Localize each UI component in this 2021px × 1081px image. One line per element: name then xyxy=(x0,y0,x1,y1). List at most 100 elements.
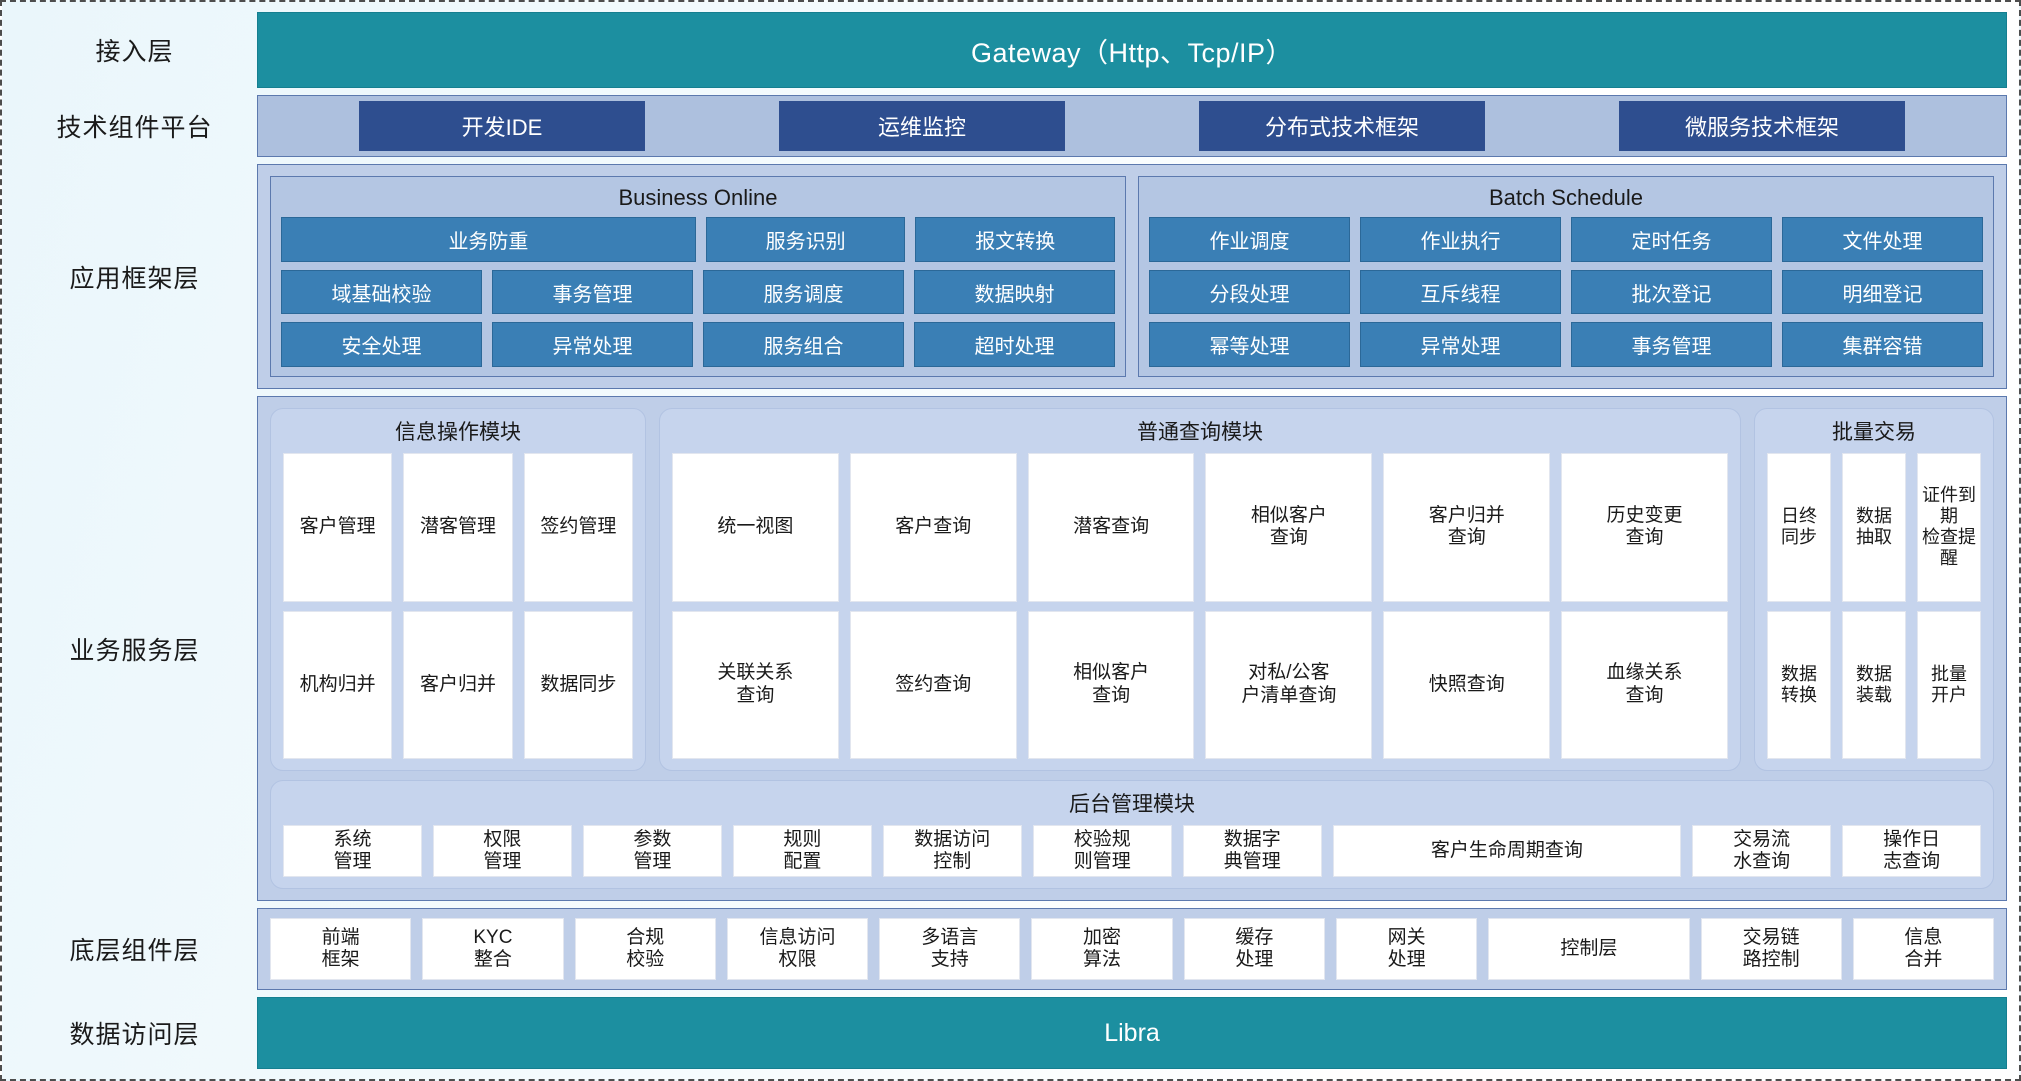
framework-cell[interactable]: 互斥线程 xyxy=(1360,269,1561,315)
framework-cell[interactable]: 业务防重 xyxy=(281,217,696,262)
business-module-row: 关联关系查询签约查询相似客户查询对私/公客户清单查询快照查询血缘关系查询 xyxy=(672,610,1728,759)
framework-cell[interactable]: 文件处理 xyxy=(1782,217,1983,262)
admin-cell[interactable]: 权限管理 xyxy=(432,825,572,877)
component-cell[interactable]: 合规校验 xyxy=(574,918,716,980)
business-module-cell[interactable]: 潜客管理 xyxy=(403,453,513,602)
framework-cell[interactable]: 作业执行 xyxy=(1360,217,1561,262)
layer-body-access: Gateway（Http、Tcp/IP） xyxy=(257,12,2007,88)
layer-label-access: 接入层 xyxy=(95,38,174,66)
tech-chip[interactable]: 微服务技术框架 xyxy=(1619,101,1905,151)
business-module-cell[interactable]: 相似客户查询 xyxy=(1027,610,1195,759)
business-module-cell[interactable]: 相似客户查询 xyxy=(1205,453,1373,602)
layer-label-app: 应用框架层 xyxy=(69,264,200,293)
admin-cell[interactable]: 规则配置 xyxy=(732,825,872,877)
layer-data-access: 数据访问层 Libra xyxy=(12,997,2007,1069)
business-module-cell[interactable]: 客户归并查询 xyxy=(1383,453,1551,602)
framework-row: 分段处理互斥线程批次登记明细登记 xyxy=(1149,269,1983,315)
business-module-cell[interactable]: 机构归并 xyxy=(283,610,393,759)
component-cell[interactable]: 前端框架 xyxy=(270,918,412,980)
business-module-row: 数据转换数据装载批量开户 xyxy=(1767,610,1981,759)
framework-cell[interactable]: 域基础校验 xyxy=(281,269,482,315)
framework-box-title: Batch Schedule xyxy=(1488,185,1644,210)
business-module-cell[interactable]: 客户查询 xyxy=(849,453,1017,602)
framework-cell[interactable]: 事务管理 xyxy=(492,269,693,315)
business-module-cell[interactable]: 血缘关系查询 xyxy=(1561,610,1728,759)
business-module-cell[interactable]: 潜客查询 xyxy=(1027,453,1195,602)
framework-cell[interactable]: 异常处理 xyxy=(1360,322,1561,368)
business-module-cell[interactable]: 统一视图 xyxy=(672,453,839,602)
business-module-cell[interactable]: 签约查询 xyxy=(849,610,1017,759)
component-cell[interactable]: 信息合并 xyxy=(1852,918,1995,980)
framework-cell[interactable]: 服务识别 xyxy=(705,217,906,262)
framework-cell[interactable]: 事务管理 xyxy=(1571,322,1772,368)
business-module-title: 信息操作模块 xyxy=(395,421,521,444)
framework-cell[interactable]: 定时任务 xyxy=(1571,217,1772,262)
business-module-cell[interactable]: 关联关系查询 xyxy=(672,610,839,759)
framework-cell[interactable]: 数据映射 xyxy=(914,269,1115,315)
libra-bar[interactable]: Libra xyxy=(257,997,2007,1069)
admin-cells: 系统管理权限管理参数管理规则配置数据访问控制校验规则管理数据字典管理客户生命周期… xyxy=(283,825,1982,877)
business-module-cell[interactable]: 数据抽取 xyxy=(1842,453,1906,602)
business-module-cell[interactable]: 日终同步 xyxy=(1767,453,1831,602)
admin-cell[interactable]: 参数管理 xyxy=(582,825,722,877)
tech-chip[interactable]: 运维监控 xyxy=(779,101,1065,151)
business-module-cell[interactable]: 数据装载 xyxy=(1842,610,1906,759)
business-module-cell[interactable]: 历史变更查询 xyxy=(1561,453,1728,602)
business-module-cell[interactable]: 签约管理 xyxy=(523,453,633,602)
admin-cell[interactable]: 数据访问控制 xyxy=(882,825,1022,877)
framework-cell[interactable]: 作业调度 xyxy=(1149,217,1350,262)
tech-chip[interactable]: 开发IDE xyxy=(359,101,645,151)
admin-cell[interactable]: 校验规则管理 xyxy=(1032,825,1172,877)
business-module-cell[interactable]: 数据同步 xyxy=(523,610,633,759)
component-cell[interactable]: 信息访问权限 xyxy=(726,918,869,980)
admin-cell[interactable]: 交易流水查询 xyxy=(1692,825,1832,877)
framework-cell[interactable]: 幂等处理 xyxy=(1149,322,1350,368)
business-module-cell[interactable]: 数据转换 xyxy=(1767,610,1831,759)
framework-cell[interactable]: 报文转换 xyxy=(915,217,1116,262)
framework-cell[interactable]: 异常处理 xyxy=(492,322,693,368)
framework-row: 作业调度作业执行定时任务文件处理 xyxy=(1149,217,1983,262)
business-module-title: 普通查询模块 xyxy=(1137,421,1263,444)
layer-label-data: 数据访问层 xyxy=(69,1021,200,1049)
business-module-cell[interactable]: 客户管理 xyxy=(283,453,393,602)
business-module-row: 客户管理潜客管理签约管理 xyxy=(283,453,633,602)
business-module-cell[interactable]: 批量开户 xyxy=(1917,610,1981,759)
business-module-cell[interactable]: 对私/公客户清单查询 xyxy=(1205,610,1373,759)
component-cell[interactable]: 网关处理 xyxy=(1335,918,1478,980)
admin-cell[interactable]: 数据字典管理 xyxy=(1182,825,1322,877)
component-cell[interactable]: 控制层 xyxy=(1488,918,1690,980)
business-module-row: 机构归并客户归并数据同步 xyxy=(283,610,633,759)
tech-chip[interactable]: 分布式技术框架 xyxy=(1199,101,1485,151)
gateway-bar[interactable]: Gateway（Http、Tcp/IP） xyxy=(257,12,2007,88)
framework-box-title: Business Online xyxy=(618,185,778,210)
business-module-cell[interactable]: 客户归并 xyxy=(403,610,513,759)
component-cell[interactable]: 加密算法 xyxy=(1031,918,1173,980)
component-cell[interactable]: 缓存处理 xyxy=(1183,918,1325,980)
framework-cell[interactable]: 超时处理 xyxy=(914,322,1115,368)
component-cell[interactable]: 交易链路控制 xyxy=(1700,918,1842,980)
framework-cell[interactable]: 批次登记 xyxy=(1571,269,1772,315)
admin-cell[interactable]: 客户生命周期查询 xyxy=(1332,825,1682,877)
framework-cell[interactable]: 明细登记 xyxy=(1782,269,1983,315)
framework-cell[interactable]: 分段处理 xyxy=(1149,269,1350,315)
component-cell[interactable]: 多语言支持 xyxy=(879,918,1021,980)
admin-cell[interactable]: 操作日志查询 xyxy=(1842,825,1982,877)
business-module-title: 批量交易 xyxy=(1832,421,1916,444)
framework-box: Business Online 业务防重服务识别报文转换域基础校验事务管理服务调度… xyxy=(270,176,1126,377)
admin-cell[interactable]: 系统管理 xyxy=(283,825,422,877)
tech-chip-container: 开发IDE 运维监控 分布式技术框架 微服务技术框架 xyxy=(257,95,2007,157)
layer-label-component: 底层组件层 xyxy=(69,937,200,965)
business-module-cell[interactable]: 快照查询 xyxy=(1383,610,1551,759)
framework-cell[interactable]: 安全处理 xyxy=(281,322,482,368)
framework-cell[interactable]: 服务组合 xyxy=(703,322,904,368)
framework-cell[interactable]: 集群容错 xyxy=(1782,322,1983,368)
framework-cell[interactable]: 服务调度 xyxy=(703,269,904,315)
business-module-cell[interactable]: 证件到期检查提醒 xyxy=(1917,453,1981,602)
